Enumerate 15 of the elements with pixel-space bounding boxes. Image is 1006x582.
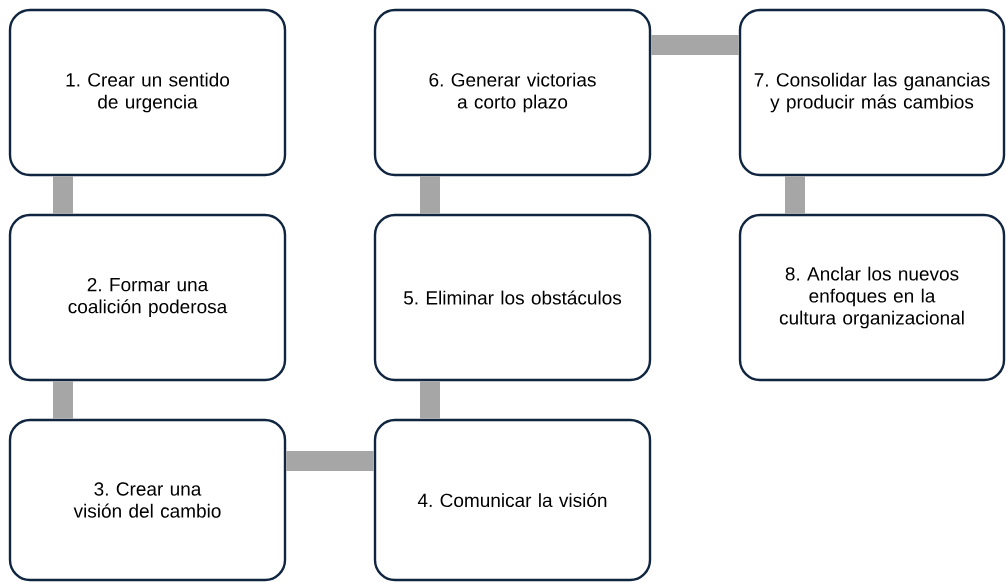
step-box: 1. Crear un sentido de urgencia bbox=[8, 8, 287, 177]
connector-bar bbox=[286, 451, 374, 471]
step-box: 2. Formar una coalición poderosa bbox=[8, 213, 287, 382]
step-box: 8. Anclar los nuevos enfoques en la cultura organizacional bbox=[738, 213, 1006, 382]
step-box: 3. Crear una visión del cambio bbox=[8, 418, 287, 582]
connector-bar bbox=[53, 176, 73, 214]
connector-bar bbox=[53, 381, 73, 419]
step-box: 6. Generar victorias a corto plazo bbox=[373, 8, 652, 177]
connector-bar bbox=[785, 176, 805, 214]
step-box: 5. Eliminar los obstáculos bbox=[373, 213, 652, 382]
connector-bar bbox=[420, 176, 440, 214]
step-box: 4. Comunicar la visión bbox=[373, 418, 652, 582]
connector-bar bbox=[651, 35, 739, 55]
step-box: 7. Consolidar las ganancias y producir más cambios bbox=[738, 8, 1006, 177]
connector-bar bbox=[420, 381, 440, 419]
